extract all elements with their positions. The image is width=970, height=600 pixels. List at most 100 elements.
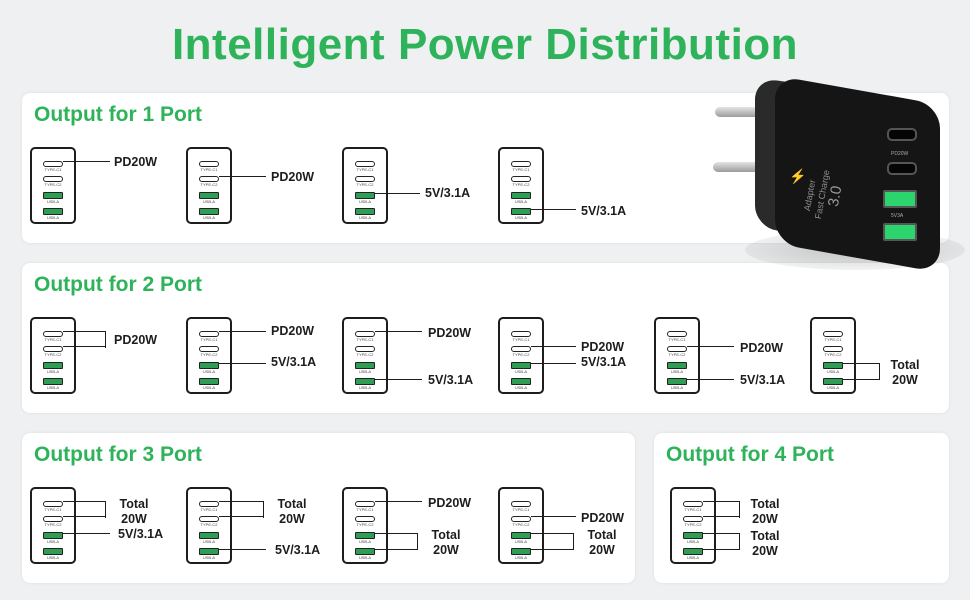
connector-line xyxy=(63,516,106,517)
plug-pin-bottom xyxy=(713,162,775,172)
panel-4-port-title: Output for 4 Port xyxy=(666,443,834,466)
connector-line xyxy=(531,532,574,534)
output-label: 20W xyxy=(589,543,615,557)
usb-c-port-icon xyxy=(43,501,63,507)
port-label: USB-A xyxy=(686,555,700,560)
port-label: USB-A xyxy=(670,369,684,374)
usb-c-port-icon xyxy=(355,346,375,352)
connector-line xyxy=(703,548,740,550)
usb-c-port-icon xyxy=(355,516,375,522)
output-label: 5V/3.1A xyxy=(275,543,321,557)
usb-a-port-icon xyxy=(823,378,843,385)
usb-c-port-icon xyxy=(199,346,219,352)
output-label: PD20W xyxy=(271,170,315,184)
output-label: 5V/3.1A xyxy=(118,527,164,541)
port-label: TYPE-C2 xyxy=(356,522,374,527)
connector-bracket xyxy=(105,331,106,348)
connector-line xyxy=(531,362,576,364)
connector-bracket xyxy=(879,362,880,381)
product-usb-a-port-1 xyxy=(883,190,917,208)
usb-c-port-icon xyxy=(355,501,375,507)
panel-2-port: Output for 2 Port xyxy=(22,263,949,413)
usb-a-port-icon xyxy=(511,362,531,369)
port-label: USB-A xyxy=(514,539,528,544)
port-label: USB-A xyxy=(514,215,528,220)
connector-line xyxy=(219,176,266,177)
usb-c-port-icon xyxy=(43,346,63,352)
connector-line xyxy=(63,346,106,347)
output-label: PD20W xyxy=(740,341,784,355)
port-label: TYPE-C1 xyxy=(356,337,374,342)
output-label: 20W xyxy=(279,512,305,526)
port-label: TYPE-C1 xyxy=(356,507,374,512)
product-brand-number: 3.0 xyxy=(825,184,846,208)
port-label: USB-A xyxy=(202,199,216,204)
usb-a-port-icon xyxy=(355,378,375,385)
output-label: 20W xyxy=(752,512,778,526)
usb-a-port-icon xyxy=(355,208,375,215)
connector-line xyxy=(531,208,576,210)
panel-1-port-title: Output for 1 Port xyxy=(34,103,202,126)
port-label: TYPE-C1 xyxy=(200,337,218,342)
output-label: 5V/3.1A xyxy=(425,186,471,200)
usb-a-port-icon xyxy=(199,378,219,385)
connector-line xyxy=(63,331,106,332)
panel-2-port-title: Output for 2 Port xyxy=(34,273,202,296)
connector-bracket xyxy=(739,501,740,518)
usb-c-port-icon xyxy=(683,501,703,507)
connector-line xyxy=(219,516,264,517)
port-label: USB-A xyxy=(358,199,372,204)
port-label: TYPE-C1 xyxy=(824,337,842,342)
output-label: 5V/3.1A xyxy=(271,355,317,369)
product-usb-c-port-2 xyxy=(887,162,917,175)
usb-a-port-icon xyxy=(823,362,843,369)
port-label: TYPE-C1 xyxy=(200,167,218,172)
connector-line xyxy=(219,362,266,364)
usb-c-port-icon xyxy=(511,346,531,352)
usb-a-port-icon xyxy=(199,548,219,555)
port-label: USB-A xyxy=(514,555,528,560)
connector-line xyxy=(703,501,740,502)
usb-a-port-icon xyxy=(43,532,63,539)
charger-product-image: ⚡ Adapter Fast Charge 3.0 PD20W 5V3A xyxy=(705,75,965,273)
usb-a-port-icon xyxy=(667,378,687,385)
usb-a-port-icon xyxy=(355,548,375,555)
connector-line xyxy=(375,548,418,550)
port-label: TYPE-C2 xyxy=(356,352,374,357)
output-label: 20W xyxy=(433,543,459,557)
port-label: USB-A xyxy=(358,539,372,544)
port-label: USB-A xyxy=(826,385,840,390)
product-usb-c-port-1 xyxy=(887,128,917,141)
connector-line xyxy=(843,378,880,380)
connector-line xyxy=(219,548,266,550)
usb-c-port-icon xyxy=(823,331,843,337)
port-label: TYPE-C1 xyxy=(356,167,374,172)
port-label: USB-A xyxy=(358,215,372,220)
connector-line xyxy=(375,378,422,380)
usb-a-port-icon xyxy=(199,208,219,215)
usb-a-port-icon xyxy=(355,532,375,539)
product-port-tag-1: PD20W xyxy=(891,151,909,157)
port-label: TYPE-C2 xyxy=(356,182,374,187)
connector-line xyxy=(531,548,574,550)
port-label: TYPE-C2 xyxy=(824,352,842,357)
connector-line xyxy=(843,362,880,364)
connector-line xyxy=(375,192,420,194)
port-label: TYPE-C1 xyxy=(200,507,218,512)
port-label: TYPE-C2 xyxy=(44,522,62,527)
port-label: USB-A xyxy=(202,539,216,544)
port-label: USB-A xyxy=(46,555,60,560)
port-label: TYPE-C2 xyxy=(200,522,218,527)
connector-line xyxy=(219,331,266,332)
usb-a-port-icon xyxy=(511,378,531,385)
output-label: Total xyxy=(750,497,780,511)
port-label: USB-A xyxy=(670,385,684,390)
port-label: TYPE-C1 xyxy=(44,507,62,512)
usb-c-port-icon xyxy=(511,176,531,182)
